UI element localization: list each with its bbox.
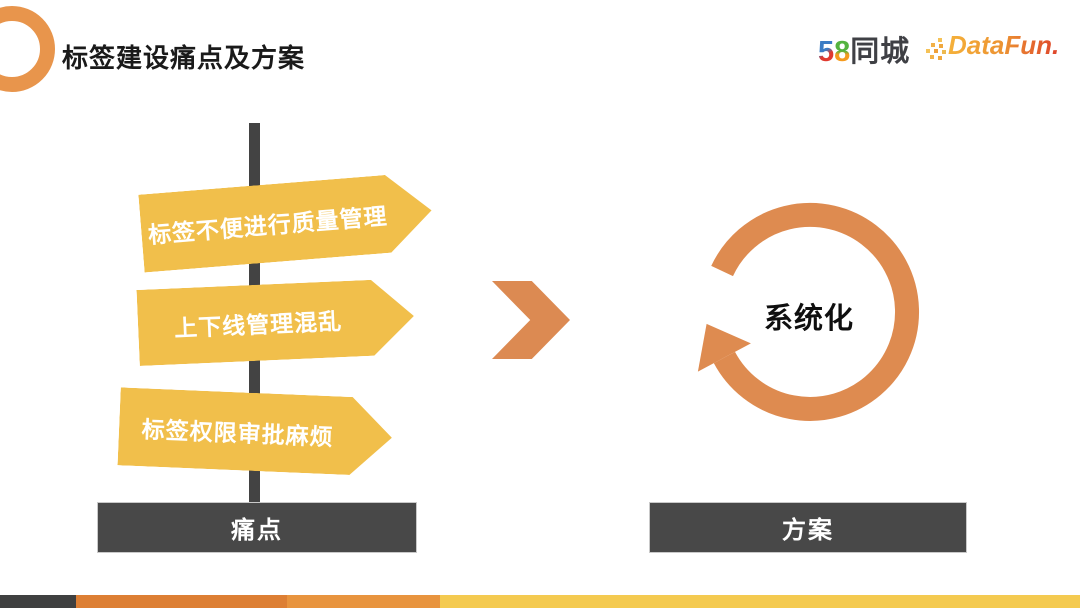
bottom-stripe (0, 595, 1080, 608)
pain-point-text-3: 标签权限审批麻烦 (141, 416, 335, 451)
pain-category-bar: 痛点 (97, 502, 417, 553)
stripe-segment-yellow (440, 595, 1080, 608)
pain-point-banner-1: 标签不便进行质量管理 (138, 171, 434, 272)
pain-point-text-2: 上下线管理混乱 (173, 308, 343, 342)
logo-58tongcheng: 58同城 (818, 28, 910, 70)
stripe-segment-light-orange (287, 595, 440, 608)
cycle-arrow-icon (697, 203, 920, 421)
pain-category-label: 痛点 (231, 517, 283, 544)
stripe-segment-orange (76, 595, 287, 608)
logo-58-digit-5: 5 (818, 36, 835, 68)
chevron-right-icon (492, 281, 570, 359)
pain-point-text-1: 标签不便进行质量管理 (147, 202, 389, 249)
logo-58-name: 同城 (850, 36, 911, 68)
stripe-segment-dark (0, 595, 76, 608)
solution-core-label: 系统化 (763, 303, 854, 335)
solution-category-label: 方案 (782, 517, 834, 544)
solution-category-bar: 方案 (649, 502, 967, 553)
datafun-dots-icon (926, 38, 946, 60)
pain-point-banner-2: 上下线管理混乱 (136, 278, 415, 366)
page-title: 标签建设痛点及方案 (62, 43, 306, 73)
logo-58-digit-8: 8 (834, 36, 851, 68)
logo-datafun-text: DataFun. (948, 30, 1060, 60)
pain-point-banner-3: 标签权限审批麻烦 (117, 387, 393, 476)
title-ring-decoration (0, 6, 55, 92)
